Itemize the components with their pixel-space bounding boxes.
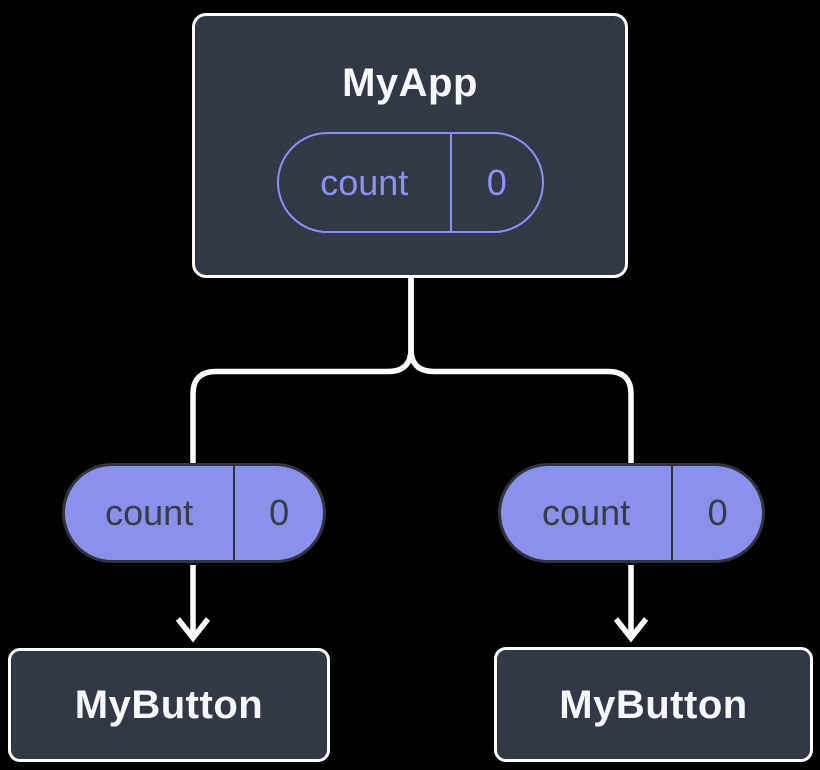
prop-label: count	[105, 492, 194, 533]
mybutton-title: MyButton	[74, 683, 264, 727]
myapp-card: MyApp count 0	[192, 13, 628, 278]
myapp-state-pill: count 0	[276, 132, 544, 233]
prop-pill-left: count 0	[62, 463, 326, 563]
myapp-title: MyApp	[342, 61, 478, 105]
arrow-right-head	[613, 617, 649, 643]
state-value: 0	[449, 134, 542, 231]
tree-branch-left	[190, 278, 414, 464]
prop-label: count	[542, 492, 631, 533]
arrow-left-head	[175, 617, 211, 643]
mybutton-title: MyButton	[559, 682, 748, 727]
tree-branch-right	[408, 278, 634, 464]
mybutton-card-right: MyButton	[494, 647, 813, 762]
prop-value: 0	[233, 466, 323, 560]
state-label: count	[320, 161, 409, 203]
prop-value: 0	[671, 466, 762, 560]
mybutton-card-left: MyButton	[8, 648, 330, 762]
prop-pill-right: count 0	[498, 463, 765, 563]
